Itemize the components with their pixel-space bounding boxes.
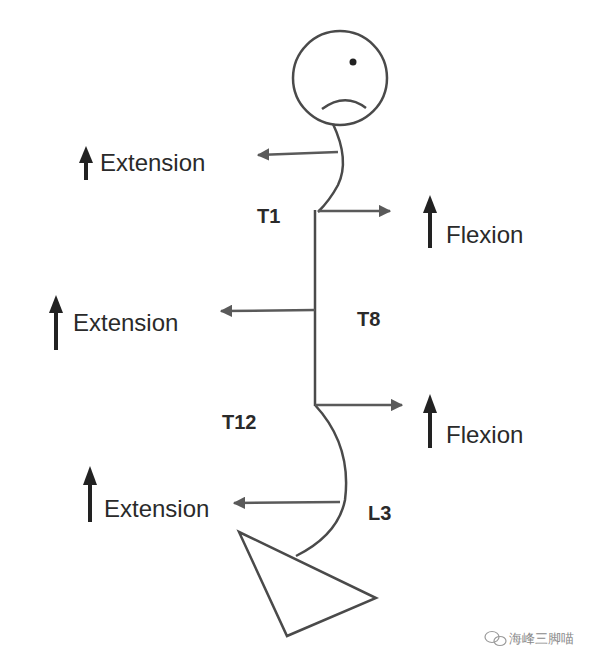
up-arrow: [423, 195, 437, 248]
up-arrow: [423, 394, 437, 448]
vertebra-label: L3: [368, 503, 391, 523]
head-circle: [293, 31, 387, 125]
cervical-curve: [318, 124, 343, 212]
thoracic-line: [314, 210, 317, 406]
force-arrow: [234, 502, 340, 503]
motion-label: Flexion: [446, 423, 523, 447]
force-arrow: [221, 310, 315, 311]
watermark-icon: [485, 632, 506, 646]
vertebra-label: T1: [257, 206, 280, 226]
motion-label: Extension: [73, 311, 178, 335]
motion-label: Extension: [100, 151, 205, 175]
watermark: 海峰三脚喵: [509, 632, 574, 645]
up-arrow: [79, 146, 93, 180]
vertebra-label: T12: [222, 412, 256, 432]
vertebra-label: T8: [357, 309, 380, 329]
lumbar-curve: [296, 405, 346, 556]
frown-mouth: [322, 100, 366, 109]
motion-label: Flexion: [446, 223, 523, 247]
eye-dot: [350, 59, 357, 66]
force-arrow: [318, 210, 390, 213]
up-arrow: [49, 295, 63, 350]
motion-label: Extension: [104, 497, 209, 521]
up-arrow: [83, 466, 97, 522]
force-arrow: [258, 152, 338, 155]
sacrum-triangle: [239, 532, 376, 636]
force-arrow: [315, 404, 402, 407]
